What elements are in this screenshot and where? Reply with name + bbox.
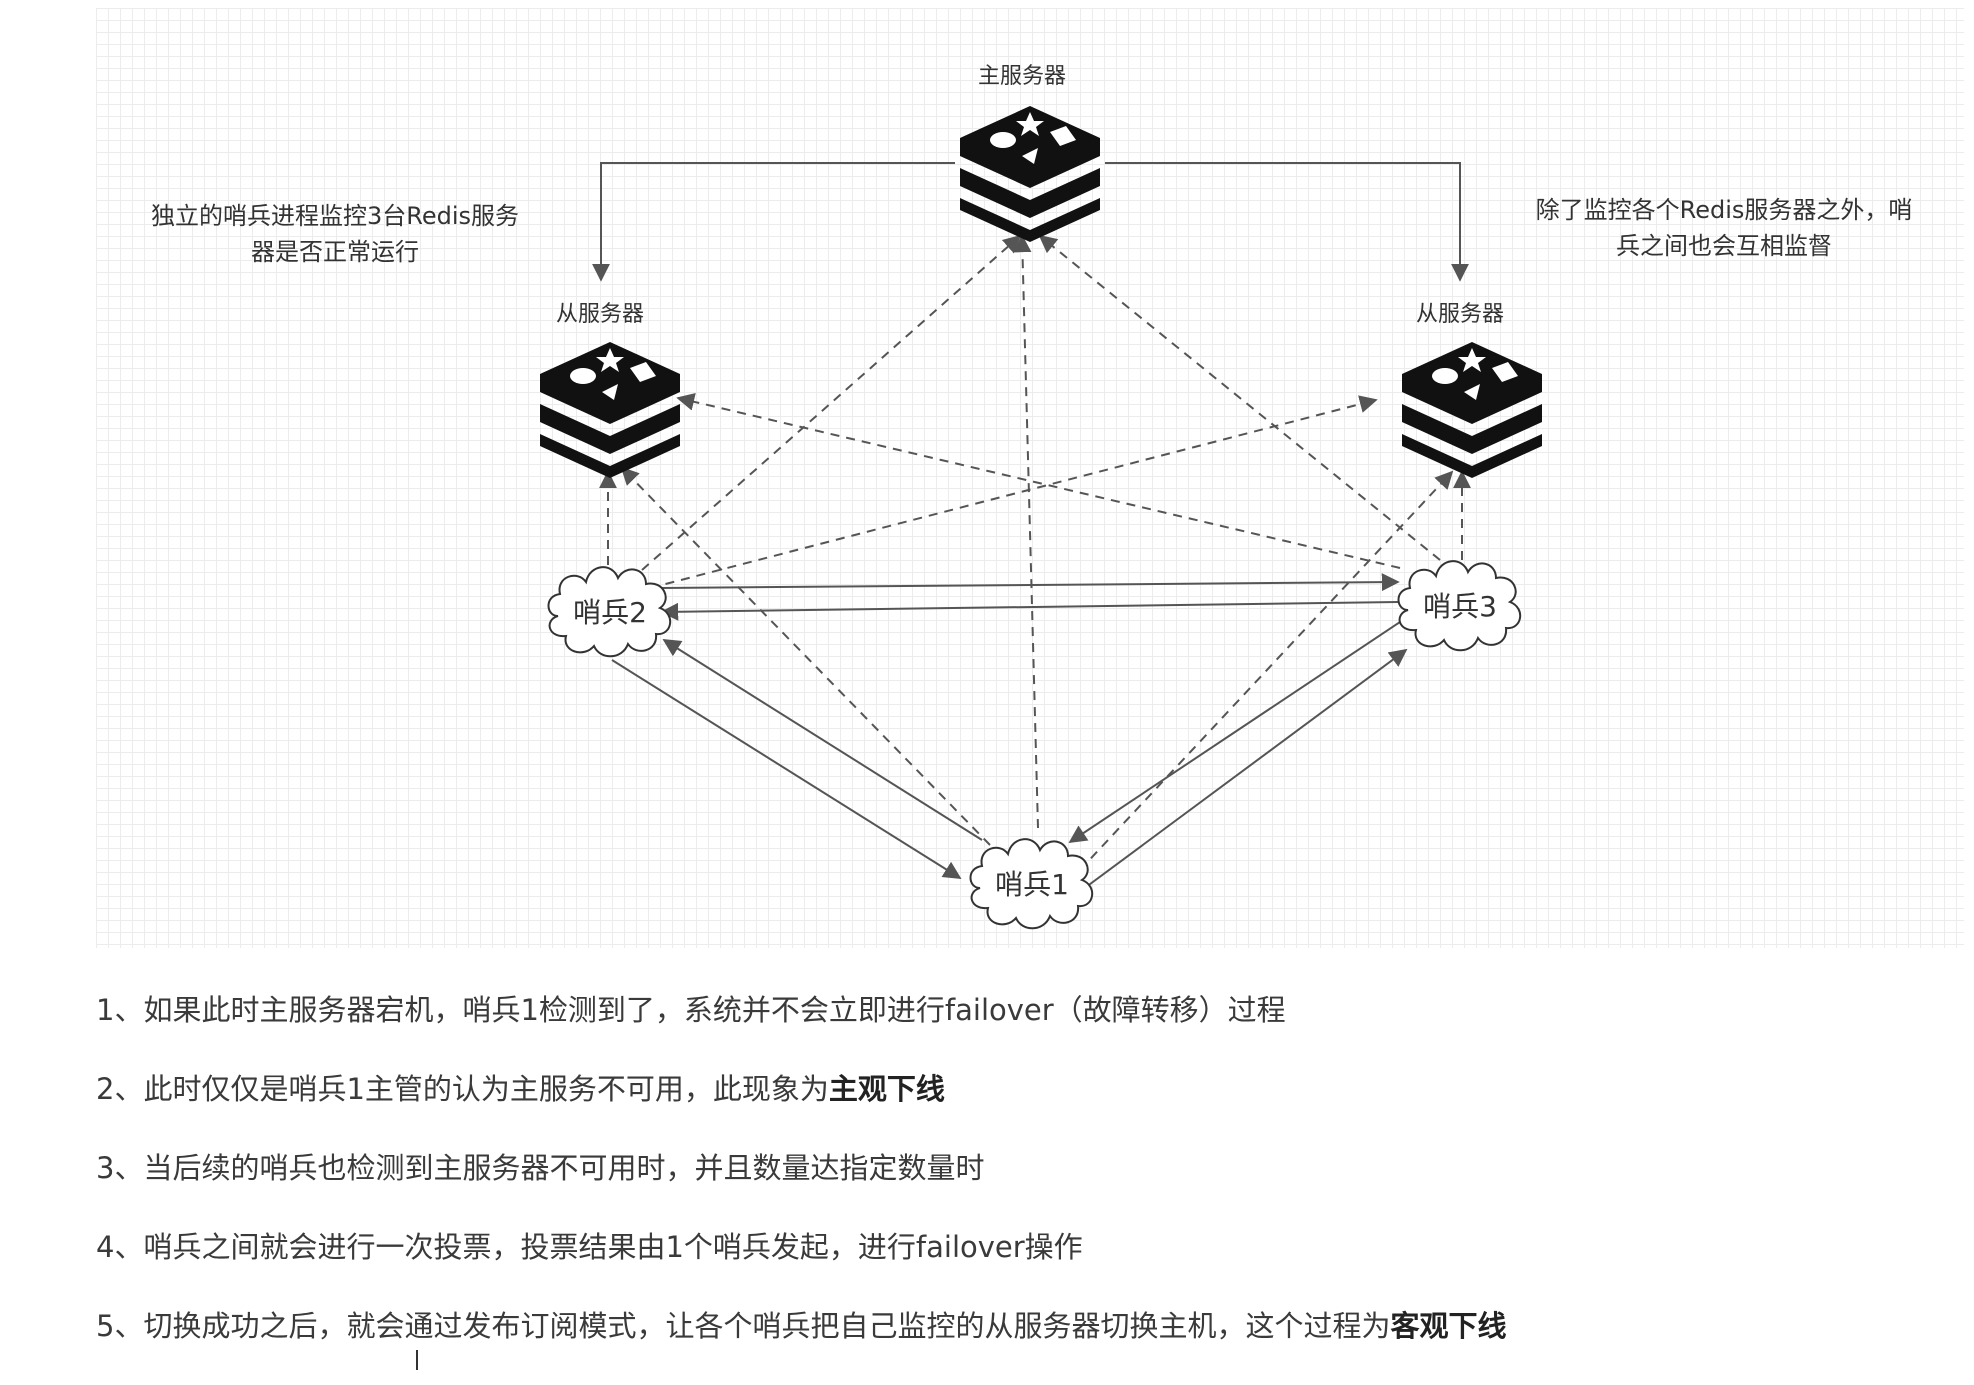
right-slave-label: 从服务器	[1416, 302, 1505, 327]
master-label: 主服务器	[978, 64, 1067, 89]
note-left-line-2: 器是否正常运行	[251, 238, 419, 266]
note-right-line-1: 除了监控各个Redis服务器之外，哨	[1535, 196, 1913, 224]
step-text: 哨兵之间就会进行一次投票，投票结果由1个哨兵发起，进行failover操作	[143, 1230, 1083, 1264]
step-1: 1、如果此时主服务器宕机，哨兵1检测到了，系统并不会立即进行failover（故…	[96, 990, 1956, 1069]
master-redis-icon	[960, 106, 1100, 242]
step-4: 4、哨兵之间就会进行一次投票，投票结果由1个哨兵发起，进行failover操作	[96, 1227, 1956, 1306]
sentinel-2-label: 哨兵2	[573, 596, 647, 629]
s2-to-right-slave	[649, 395, 1378, 589]
s2-to-master	[641, 234, 1022, 571]
note-right: 除了监控各个Redis服务器之外，哨 兵之间也会互相监督	[1504, 192, 1944, 264]
step-text: 如果此时主服务器宕机，哨兵1检测到了，系统并不会立即进行failover（故障转…	[143, 993, 1286, 1027]
step-text: 当后续的哨兵也检测到主服务器不可用时，并且数量达指定数量时	[143, 1151, 985, 1185]
sentinel-3-label: 哨兵3	[1423, 590, 1497, 623]
s2-to-s1-arrow	[611, 659, 962, 879]
s1-to-s3-arrow	[1081, 648, 1408, 891]
text-cursor-icon	[416, 1350, 418, 1370]
right-slave-redis-icon	[1402, 342, 1542, 478]
note-right-line-2: 兵之间也会互相监督	[1616, 232, 1832, 260]
sentinel-2-cloud: 哨兵2	[547, 566, 672, 658]
step-2: 2、此时仅仅是哨兵1主管的认为主服务不可用，此现象为主观下线	[96, 1069, 1956, 1148]
master-to-left-slave-arrow	[592, 162, 955, 282]
step-number: 2、	[96, 1072, 144, 1106]
replication-arrows	[592, 162, 1469, 282]
step-text: 切换成功之后，就会通过发布订阅模式，让各个哨兵把自己监控的从服务器切换主机，这个…	[143, 1309, 1391, 1343]
step-text: 此时仅仅是哨兵1主管的认为主服务不可用，此现象为	[143, 1072, 829, 1106]
s1-to-right-slave	[1079, 470, 1454, 871]
sentinel-3-cloud: 哨兵3	[1397, 560, 1522, 652]
step-5: 5、切换成功之后，就会通过发布订阅模式，让各个哨兵把自己监控的从服务器切换主机，…	[96, 1306, 1956, 1385]
step-bold-subjective-down: 主观下线	[828, 1072, 945, 1106]
s1-to-left-slave	[620, 466, 991, 846]
s3-to-left-slave	[676, 392, 1401, 569]
sentinel-1-cloud: 哨兵1	[969, 838, 1094, 930]
sentinel-arrows	[611, 573, 1408, 891]
left-slave-label: 从服务器	[556, 302, 645, 327]
monitoring-arrows	[599, 234, 1471, 871]
left-slave-redis-icon	[540, 342, 680, 478]
s1-to-s2-arrow	[662, 639, 983, 841]
s1-to-master	[1013, 234, 1039, 829]
step-number: 3、	[96, 1151, 144, 1185]
sentinel-1-label: 哨兵1	[995, 868, 1069, 901]
note-left-line-1: 独立的哨兵进程监控3台Redis服务	[150, 202, 520, 230]
explanation-list: 1、如果此时主服务器宕机，哨兵1检测到了，系统并不会立即进行failover（故…	[96, 990, 1956, 1385]
s2-to-s3-arrow	[661, 573, 1400, 592]
step-number: 5、	[96, 1309, 144, 1343]
note-left: 独立的哨兵进程监控3台Redis服务 器是否正常运行	[120, 198, 550, 270]
step-bold-objective-down: 客观下线	[1390, 1309, 1507, 1343]
step-number: 1、	[96, 993, 144, 1027]
step-3: 3、当后续的哨兵也检测到主服务器不可用时，并且数量达指定数量时	[96, 1148, 1956, 1227]
step-number: 4、	[96, 1230, 144, 1264]
s3-to-s2-arrow	[660, 601, 1399, 621]
s3-to-s1-arrow	[1068, 621, 1401, 843]
master-to-right-slave-arrow	[1105, 162, 1469, 282]
s3-to-master	[1038, 234, 1441, 561]
